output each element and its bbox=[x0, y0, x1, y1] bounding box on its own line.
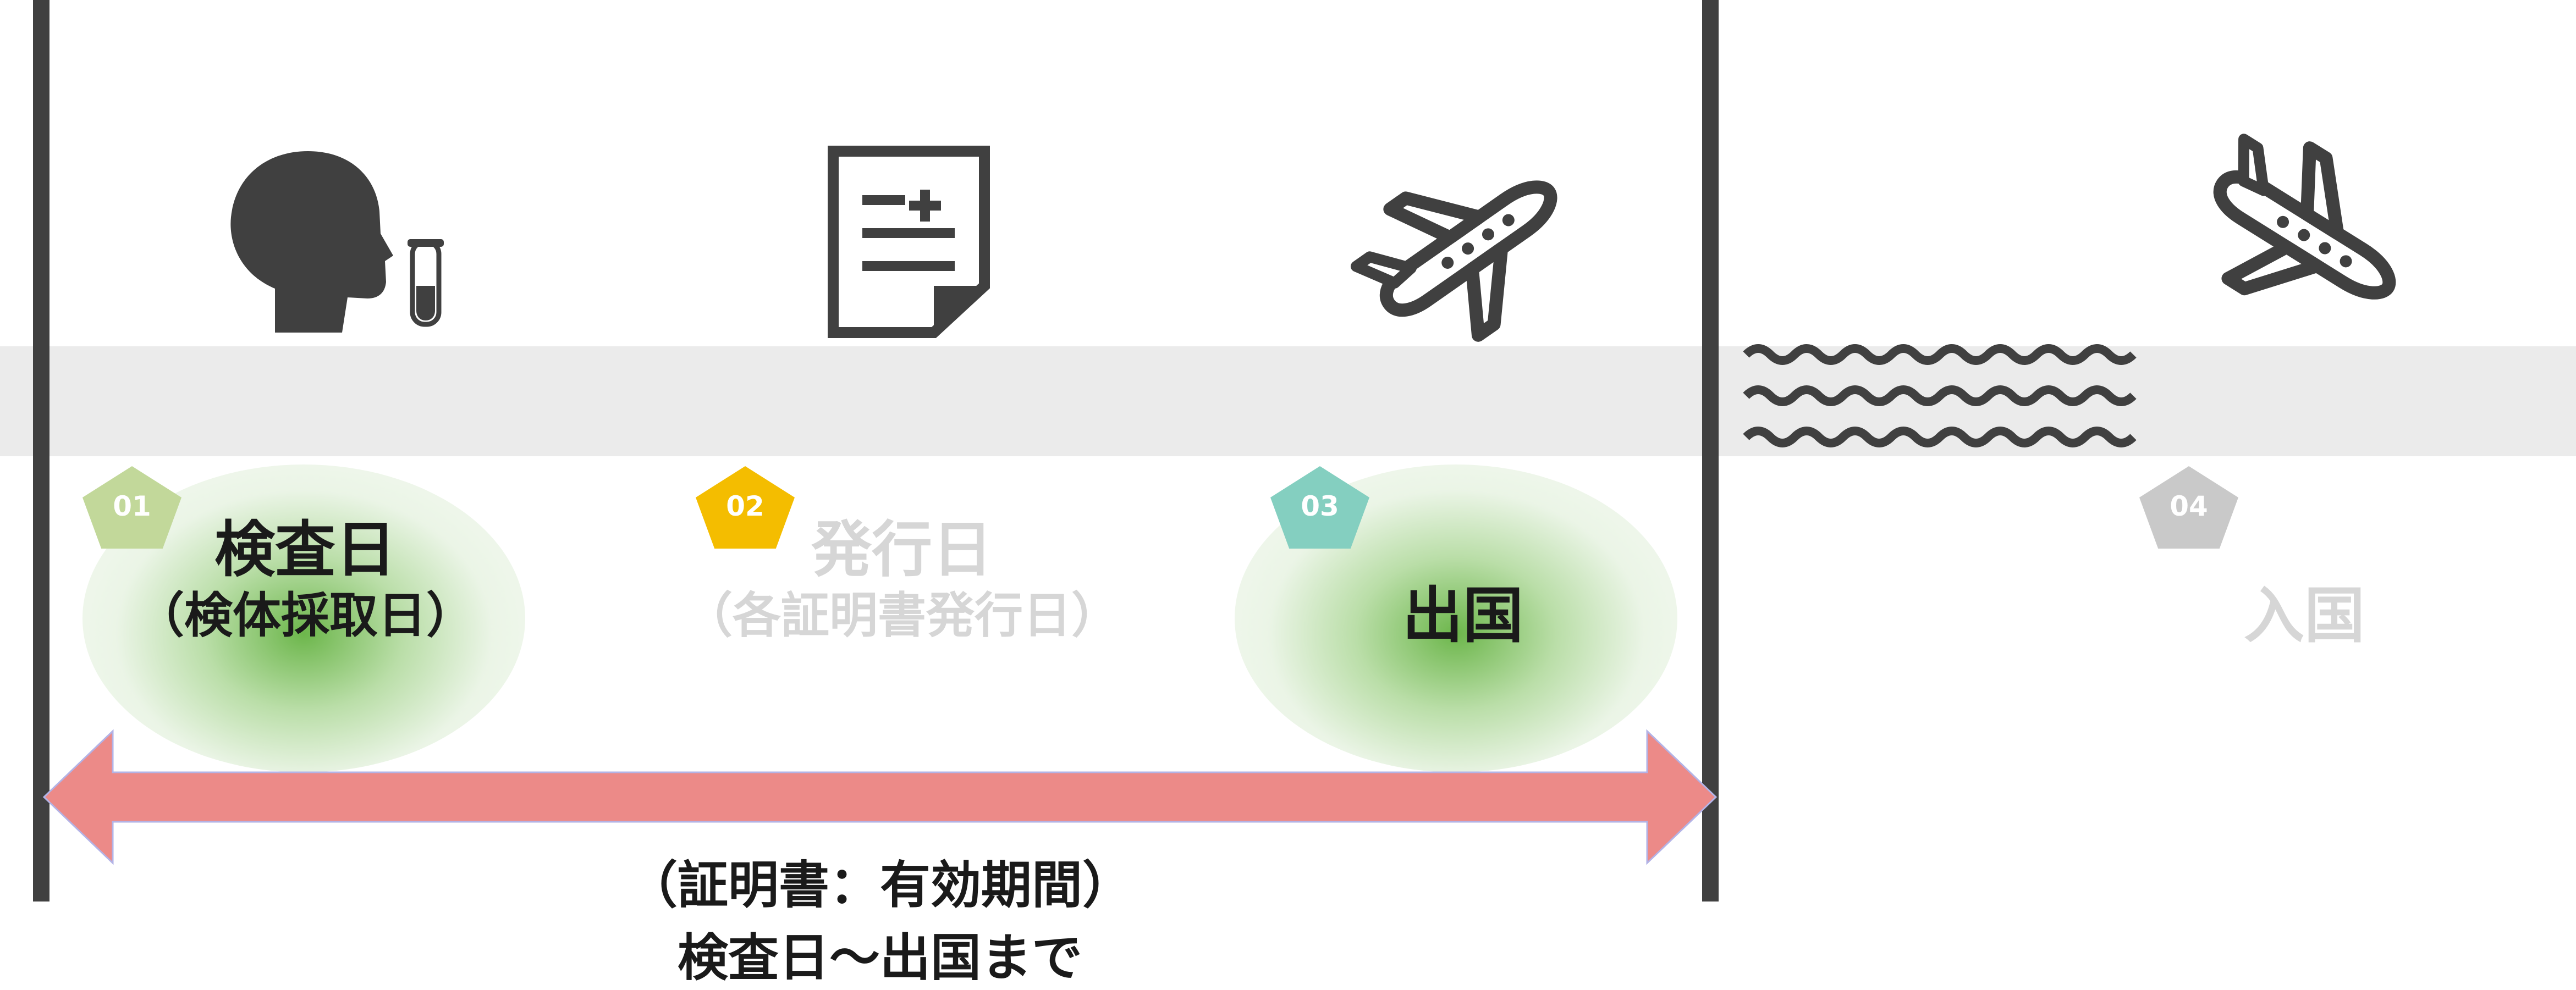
step-02-title: 発行日 bbox=[811, 515, 993, 585]
period-start-line bbox=[33, 0, 49, 901]
step-02-number: 02 bbox=[726, 490, 764, 522]
step-03-badge: 03 bbox=[1270, 466, 1369, 549]
step-02-subtitle: （各証明書発行日） bbox=[684, 587, 1120, 644]
step-04-badge: 04 bbox=[2139, 466, 2238, 549]
validity-caption-line2: 検査日～出国まで bbox=[677, 928, 1082, 987]
certificate-document-icon bbox=[828, 146, 990, 338]
airplane-arrival-icon bbox=[2213, 134, 2396, 300]
validity-period-arrow bbox=[42, 729, 1718, 865]
step-04-label: 入国 bbox=[2139, 580, 2469, 651]
step-01-number: 01 bbox=[113, 490, 151, 522]
departure-border-line bbox=[1702, 0, 1719, 901]
airplane-departure-icon bbox=[1350, 180, 1557, 342]
step-03-number: 03 bbox=[1301, 490, 1339, 522]
validity-caption: （証明書：有効期間） 検査日～出国まで bbox=[550, 849, 1210, 990]
step-03-label: 出国 bbox=[1298, 580, 1628, 651]
timeline-band bbox=[0, 346, 2576, 456]
waves-icon bbox=[1746, 344, 2137, 459]
step-03-title: 出国 bbox=[1402, 580, 1523, 651]
step-04-number: 04 bbox=[2170, 490, 2208, 522]
step-01-title: 検査日 bbox=[214, 515, 396, 585]
step-01-subtitle: （検体採取日） bbox=[135, 587, 475, 644]
step-04-title: 入国 bbox=[2244, 580, 2365, 651]
step-01-label: 検査日 （検体採取日） bbox=[93, 514, 517, 646]
validity-caption-line1: （証明書：有効期間） bbox=[626, 856, 1133, 915]
step-02-label: 発行日 （各証明書発行日） bbox=[668, 514, 1136, 646]
head-test-tube-icon bbox=[230, 151, 444, 333]
